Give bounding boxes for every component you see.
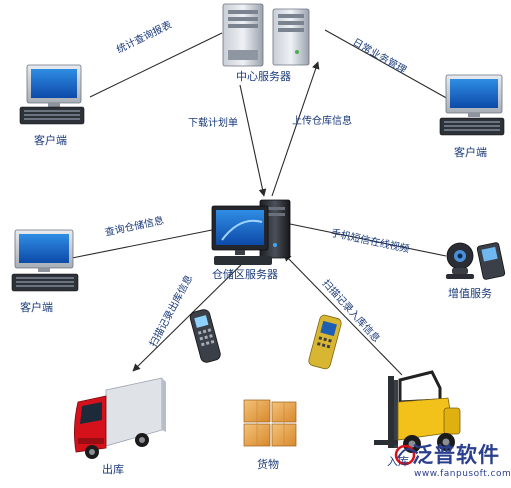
- warehouse-server-label: 仓储区服务器: [212, 268, 278, 281]
- edge-upload-info-line: [271, 61, 320, 197]
- rfid-terminal-icon: [308, 314, 342, 370]
- client-top-right-label: 客户端: [454, 146, 487, 159]
- client-mid-left-label: 客户端: [20, 301, 53, 314]
- client-top-left-icon: [19, 64, 85, 125]
- edge-download-plan-line: [239, 84, 267, 197]
- brand-url: www.fanpusoft.com: [414, 469, 511, 479]
- brand-logo-icon: [394, 444, 416, 466]
- forklift-icon: [374, 370, 461, 453]
- goods-label: 货物: [257, 458, 279, 471]
- outbound-label: 出库: [102, 463, 124, 476]
- brand-name: 泛普软件: [412, 443, 500, 467]
- brand-watermark: 泛普软件 www.fanpusoft.com: [392, 442, 511, 486]
- edge-stats-query-line: [89, 32, 223, 98]
- edge-scan-outbound-line: [132, 257, 249, 372]
- value-added-label: 增值服务: [448, 287, 492, 300]
- handheld-scanner-icon: [189, 309, 221, 363]
- central-server-label: 中心服务器: [236, 70, 291, 83]
- webcam-phone-icon: [446, 242, 506, 280]
- client-top-right-icon: [439, 74, 505, 136]
- client-mid-left-icon: [11, 229, 79, 292]
- edge-upload-info-label: 上传仓库信息: [292, 116, 352, 127]
- edge-sms-video-line: [289, 223, 447, 257]
- inbound-label: 入库: [387, 455, 409, 468]
- connectors: [71, 29, 451, 376]
- truck-icon: [74, 377, 166, 459]
- edge-daily-business-line: [324, 29, 451, 101]
- edge-scan-inbound-line: [283, 253, 403, 376]
- edge-download-plan-label: 下载计划单: [188, 118, 238, 129]
- warehouse-server-icon: [211, 199, 291, 265]
- client-top-left-label: 客户端: [34, 134, 67, 147]
- central-server-icon: [222, 3, 310, 67]
- goods-boxes-icon: [243, 399, 297, 447]
- edge-query-storage-line: [71, 229, 213, 259]
